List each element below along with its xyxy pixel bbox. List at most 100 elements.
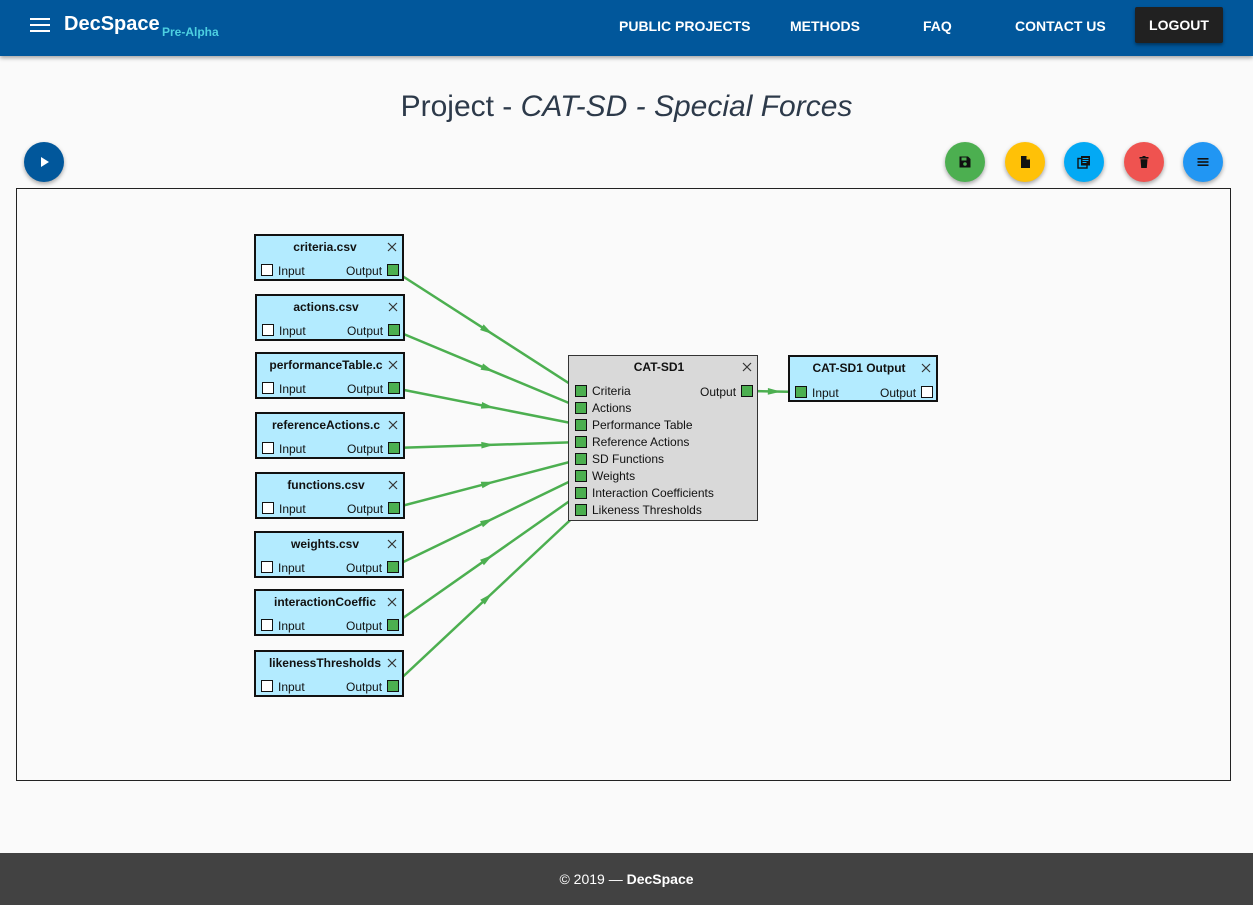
nav-faq[interactable]: FAQ: [923, 18, 952, 34]
input-node-input-port[interactable]: [261, 619, 273, 631]
run-button[interactable]: [24, 142, 64, 182]
close-icon[interactable]: [387, 301, 399, 313]
method-input-port[interactable]: [575, 385, 587, 397]
delete-button[interactable]: [1124, 142, 1164, 182]
input-node-input-port[interactable]: [261, 680, 273, 692]
footer: © 2019 — DecSpace: [0, 853, 1253, 905]
close-icon[interactable]: [386, 538, 398, 550]
input-node-title: criteria.csv: [293, 240, 357, 254]
trash-icon: [1139, 156, 1149, 168]
method-input-label: Weights: [592, 469, 636, 483]
method-output-port[interactable]: [741, 385, 753, 397]
input-node-input-label: Input: [279, 442, 306, 456]
input-node-input-port[interactable]: [262, 382, 274, 394]
nav-public-projects[interactable]: PUBLIC PROJECTS: [619, 18, 751, 34]
input-node-title: actions.csv: [293, 300, 359, 314]
new-file-button[interactable]: [1005, 142, 1045, 182]
input-node-output-port[interactable]: [387, 680, 399, 692]
method-input-label: SD Functions: [592, 452, 665, 466]
input-node-input-port[interactable]: [262, 324, 274, 336]
close-icon[interactable]: [387, 419, 399, 431]
input-node-output-port[interactable]: [388, 502, 400, 514]
input-node-output-label: Output: [347, 382, 384, 396]
connection-wire: [393, 457, 582, 510]
input-node-output-label: Output: [346, 561, 383, 575]
save-icon: [959, 156, 971, 168]
input-node-output-port[interactable]: [387, 264, 399, 276]
method-input-port[interactable]: [575, 436, 587, 448]
method-node-title: CAT-SD1: [633, 360, 685, 374]
method-input-label: Actions: [592, 401, 632, 415]
input-node-output-port[interactable]: [388, 382, 400, 394]
input-node-input-port[interactable]: [261, 561, 273, 573]
input-node-output-port[interactable]: [388, 442, 400, 454]
input-node-input-label: Input: [279, 324, 306, 338]
save-button[interactable]: [945, 142, 985, 182]
close-icon[interactable]: [920, 362, 932, 374]
output-node-input-port[interactable]: [795, 386, 807, 398]
output-node-output-label: Output: [880, 386, 917, 400]
file-icon: [1021, 156, 1030, 168]
method-input-port[interactable]: [575, 470, 587, 482]
menu-icon: [1197, 158, 1209, 166]
nav-contact-us[interactable]: CONTACT US: [1015, 18, 1106, 34]
input-node-output-label: Output: [346, 619, 383, 633]
method-input-port[interactable]: [575, 419, 587, 431]
connection-wire: [393, 386, 582, 427]
method-input-port[interactable]: [575, 453, 587, 465]
input-node-output-port[interactable]: [388, 324, 400, 336]
close-icon[interactable]: [741, 361, 753, 373]
close-icon[interactable]: [386, 241, 398, 253]
output-node-output-port[interactable]: [921, 386, 933, 398]
input-node-output-port[interactable]: [387, 561, 399, 573]
method-output-label: Output: [700, 385, 737, 399]
nav-methods[interactable]: METHODS: [790, 18, 860, 34]
input-node-input-label: Input: [278, 561, 305, 575]
input-node-input-label: Input: [278, 264, 305, 278]
input-node-input-label: Input: [278, 680, 305, 694]
close-icon[interactable]: [386, 596, 398, 608]
page-title: Project - CAT-SD - Special Forces: [0, 90, 1253, 124]
close-icon[interactable]: [387, 359, 399, 371]
input-node-input-port[interactable]: [262, 442, 274, 454]
input-node-title: performanceTable.c: [269, 358, 383, 372]
input-node-input-port[interactable]: [261, 264, 273, 276]
output-node[interactable]: CAT-SD1 Output Input Output: [788, 355, 938, 402]
method-input-port[interactable]: [575, 402, 587, 414]
input-node-input-port[interactable]: [262, 502, 274, 514]
output-node-title: CAT-SD1 Output: [812, 361, 906, 375]
close-icon[interactable]: [387, 479, 399, 491]
method-input-port[interactable]: [575, 487, 587, 499]
logout-button[interactable]: LOGOUT: [1135, 7, 1223, 43]
brand-logo[interactable]: DecSpace: [64, 13, 160, 35]
input-node-input-label: Input: [278, 619, 305, 633]
method-input-label: Interaction Coefficients: [592, 486, 714, 500]
method-input-label: Likeness Thresholds: [592, 503, 702, 517]
play-icon: [41, 157, 49, 167]
input-node-output-port[interactable]: [387, 619, 399, 631]
connection-wire: [392, 509, 582, 687]
menu-button[interactable]: [1183, 142, 1223, 182]
input-node-output-label: Output: [347, 442, 384, 456]
close-icon[interactable]: [386, 657, 398, 669]
input-node-title: interactionCoeffic: [273, 595, 376, 609]
connection-wire: [392, 474, 582, 569]
input-node-title: weights.csv: [290, 537, 360, 551]
method-input-port[interactable]: [575, 504, 587, 516]
input-node-output-label: Output: [346, 680, 383, 694]
footer-brand: DecSpace: [626, 871, 694, 887]
page-title-prefix: Project -: [400, 90, 521, 123]
library-button[interactable]: [1064, 142, 1104, 182]
hamburger-menu-icon[interactable]: [30, 18, 50, 34]
brand-subtitle: Pre-Alpha: [162, 25, 219, 39]
